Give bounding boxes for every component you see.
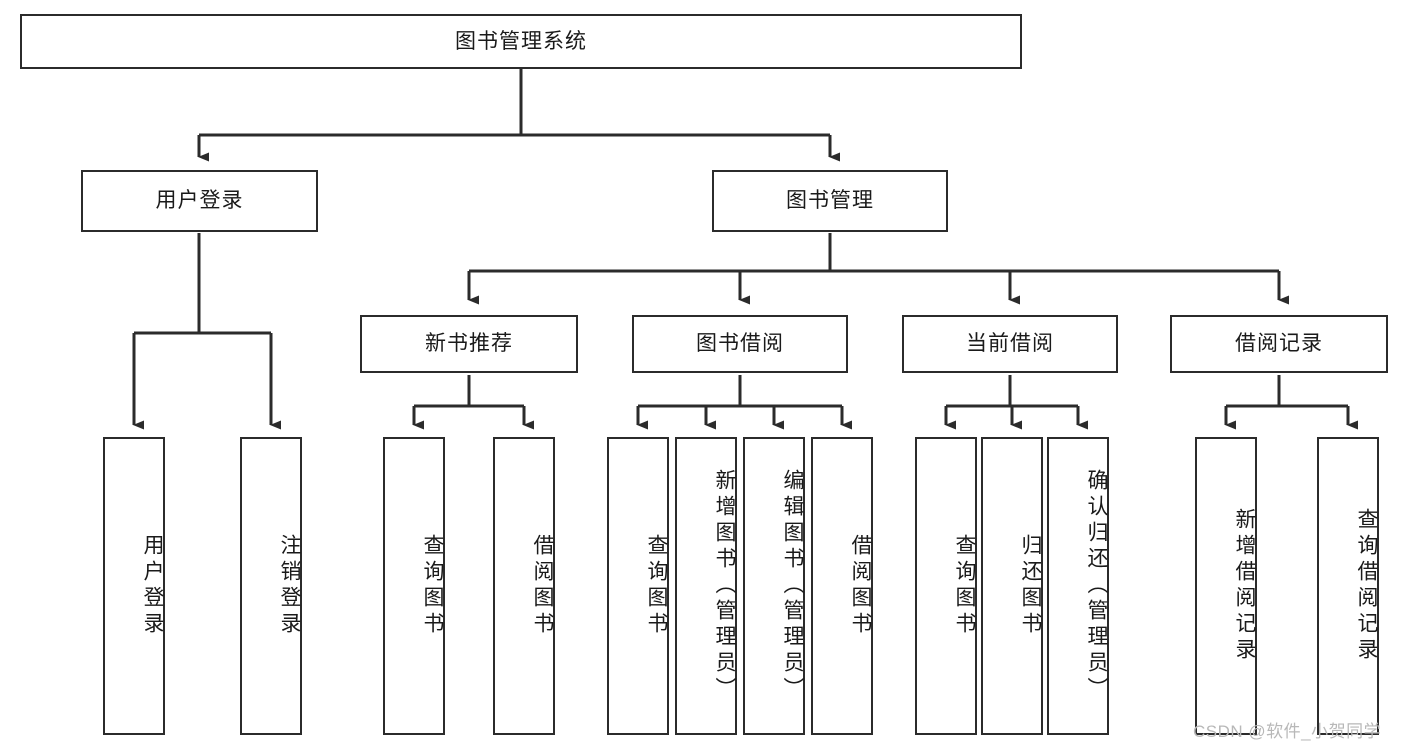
leaf-query-book-3-label: 查询图书 (953, 534, 976, 638)
node-book-borrow-label: 图书借阅 (696, 332, 784, 356)
leaf-add-book-label: 新增图书（管理员） (713, 469, 736, 703)
leaf-query-record[interactable]: 查询借阅记录 (1317, 437, 1379, 735)
node-book-manage[interactable]: 图书管理 (712, 170, 948, 232)
node-borrow-record[interactable]: 借阅记录 (1170, 315, 1388, 373)
node-book-borrow[interactable]: 图书借阅 (632, 315, 848, 373)
csdn-watermark: CSDN @软件_小贺同学 (1193, 722, 1382, 741)
leaf-query-book-3[interactable]: 查询图书 (915, 437, 977, 735)
node-user-login-label: 用户登录 (155, 189, 244, 213)
leaf-user-login[interactable]: 用户登录 (103, 437, 165, 735)
leaf-add-record-label: 新增借阅记录 (1233, 508, 1256, 664)
leaf-query-record-label: 查询借阅记录 (1355, 508, 1378, 664)
leaf-edit-book[interactable]: 编辑图书（管理员） (743, 437, 805, 735)
leaf-borrow-book-2[interactable]: 借阅图书 (811, 437, 873, 735)
node-current-borrow[interactable]: 当前借阅 (902, 315, 1118, 373)
leaf-borrow-book-1-label: 借阅图书 (531, 534, 554, 638)
leaf-confirm-return-label: 确认归还（管理员） (1085, 469, 1108, 703)
leaf-return-book[interactable]: 归还图书 (981, 437, 1043, 735)
leaf-user-login-label: 用户登录 (141, 534, 164, 638)
node-new-book-recommend[interactable]: 新书推荐 (360, 315, 578, 373)
node-current-borrow-label: 当前借阅 (966, 332, 1054, 356)
node-borrow-record-label: 借阅记录 (1235, 332, 1323, 356)
node-root[interactable]: 图书管理系统 (20, 14, 1022, 69)
leaf-borrow-book-1[interactable]: 借阅图书 (493, 437, 555, 735)
leaf-add-record[interactable]: 新增借阅记录 (1195, 437, 1257, 735)
leaf-query-book-2-label: 查询图书 (645, 534, 668, 638)
leaf-return-book-label: 归还图书 (1019, 534, 1042, 638)
leaf-borrow-book-2-label: 借阅图书 (849, 534, 872, 638)
leaf-query-book-2[interactable]: 查询图书 (607, 437, 669, 735)
leaf-user-logout-label: 注销登录 (278, 534, 301, 638)
node-book-manage-label: 图书管理 (786, 189, 874, 213)
leaf-query-book-1[interactable]: 查询图书 (383, 437, 445, 735)
leaf-user-logout[interactable]: 注销登录 (240, 437, 302, 735)
leaf-add-book[interactable]: 新增图书（管理员） (675, 437, 737, 735)
leaf-confirm-return[interactable]: 确认归还（管理员） (1047, 437, 1109, 735)
node-new-book-recommend-label: 新书推荐 (425, 332, 513, 356)
leaf-edit-book-label: 编辑图书（管理员） (781, 469, 804, 703)
leaf-query-book-1-label: 查询图书 (421, 534, 444, 638)
node-user-login[interactable]: 用户登录 (81, 170, 318, 232)
node-root-label: 图书管理系统 (455, 29, 587, 53)
